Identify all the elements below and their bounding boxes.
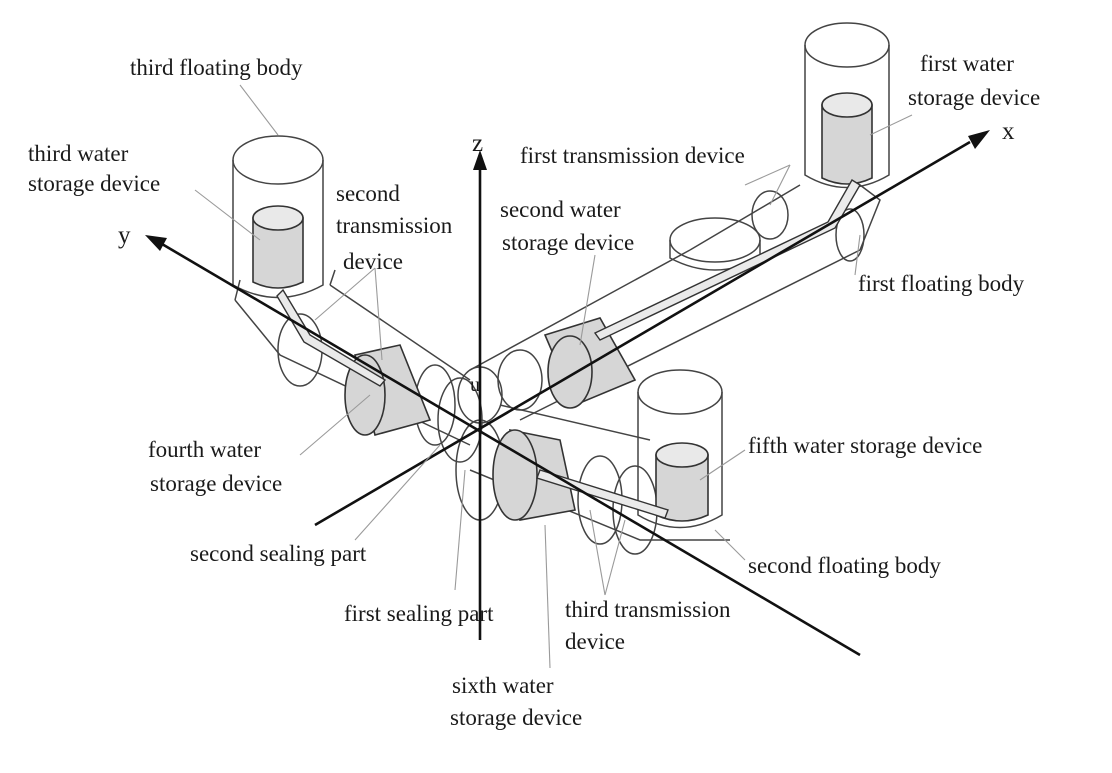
label-second-floating-body: second floating body xyxy=(748,552,941,579)
label-fifth-water-storage: fifth water storage device xyxy=(748,432,982,459)
label-second-transmission-1: second xyxy=(336,180,400,207)
x-axis-arrowhead xyxy=(968,130,990,149)
second-transmission-device xyxy=(277,290,385,386)
label-fourth-water-storage-2: storage device xyxy=(150,470,282,497)
label-second-water-storage-2: storage device xyxy=(502,229,634,256)
label-fourth-water-storage-1: fourth water xyxy=(148,436,261,463)
label-second-sealing-part: second sealing part xyxy=(190,540,366,567)
label-first-water-storage-2: storage device xyxy=(908,84,1040,111)
label-second-transmission-2: transmission xyxy=(336,212,452,239)
sixth-water-storage-device xyxy=(493,430,575,520)
label-third-floating-body: third floating body xyxy=(130,54,302,81)
label-third-water-storage-2: storage device xyxy=(28,170,160,197)
y-axis-arrowhead xyxy=(145,235,167,251)
z-axis-label: z xyxy=(472,130,483,157)
label-third-transmission-2: device xyxy=(565,628,625,655)
third-water-storage-device xyxy=(253,206,303,288)
label-second-transmission-3: device xyxy=(343,248,403,275)
label-third-water-storage-1: third water xyxy=(28,140,128,167)
x-axis xyxy=(315,142,970,525)
label-second-water-storage-1: second water xyxy=(500,196,621,223)
label-first-water-storage-1: first water xyxy=(920,50,1014,77)
label-third-transmission-1: third transmission xyxy=(565,596,730,623)
origin-label: u xyxy=(470,372,480,399)
label-first-floating-body: first floating body xyxy=(858,270,1024,297)
y-axis-label: y xyxy=(118,222,131,249)
x-axis-label: x xyxy=(1002,118,1015,145)
first-water-storage-device xyxy=(822,93,872,184)
label-sixth-water-storage-1: sixth water xyxy=(452,672,554,699)
label-first-transmission: first transmission device xyxy=(520,142,745,169)
label-sixth-water-storage-2: storage device xyxy=(450,704,582,731)
label-first-sealing-part: first sealing part xyxy=(344,600,493,627)
